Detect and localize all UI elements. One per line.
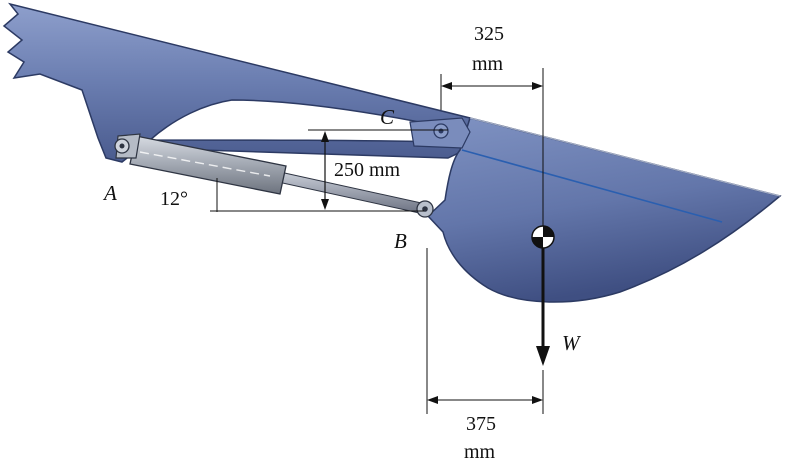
- label-point-b: B: [394, 229, 407, 253]
- pin-b: [416, 200, 434, 218]
- dim-vertical: [210, 129, 448, 212]
- dim-top: [440, 68, 544, 226]
- cylinder-centerline: [139, 151, 271, 177]
- dim-top-value: 325: [474, 23, 504, 45]
- dim-bottom-unit: mm: [464, 441, 496, 463]
- label-point-c: C: [380, 105, 395, 129]
- boom-arm: [2, 2, 471, 163]
- dim-bottom: [426, 248, 544, 414]
- weight-arrow: [536, 248, 550, 366]
- pin-c: [433, 123, 449, 139]
- bucket-edge-line: [461, 149, 723, 223]
- pin-a: [114, 138, 130, 154]
- angle-label: 12°: [160, 188, 188, 210]
- center-of-gravity-icon: [531, 225, 555, 249]
- dim-vertical-label: 250 mm: [334, 159, 401, 181]
- bucket-rim: [469, 117, 781, 197]
- bucket: [426, 117, 782, 303]
- dim-top-unit: mm: [472, 53, 504, 75]
- dim-bottom-value: 375: [466, 413, 496, 435]
- label-weight: W: [562, 331, 582, 355]
- label-point-a: A: [102, 181, 117, 205]
